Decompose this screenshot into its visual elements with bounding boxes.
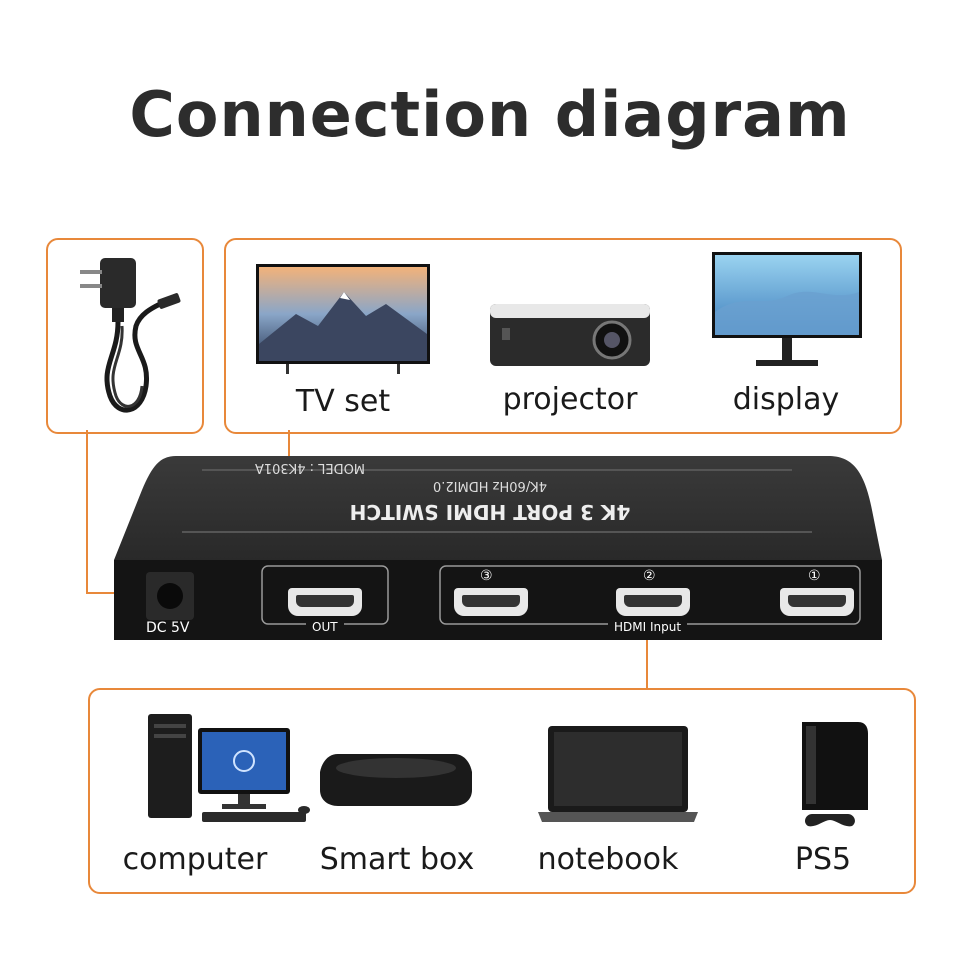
display-label: display <box>732 382 840 417</box>
monitor-icon <box>712 252 862 366</box>
power-adapter-icon <box>80 258 181 413</box>
hdmi-out-port <box>288 588 362 616</box>
ps5-label: PS5 <box>794 842 852 877</box>
projector-icon <box>490 304 650 366</box>
laptop-icon <box>538 726 698 822</box>
notebook-label: notebook <box>537 842 679 877</box>
input-wire <box>646 628 648 688</box>
switch-title-text: 4K 3 PORT HDMI SWITCH <box>349 500 631 524</box>
desktop-computer-icon <box>148 714 310 822</box>
projector-label: projector <box>502 382 638 417</box>
power-wire-vertical <box>86 430 88 592</box>
set-top-box-icon <box>320 754 472 806</box>
hdmi-input-port-3 <box>454 588 528 616</box>
dc-label: DC 5V <box>146 620 190 636</box>
switch-spec-text: 4K/60Hz HDMI2.0 <box>433 478 547 493</box>
tv-set-label: TV set <box>295 384 391 419</box>
port-number-1: ① <box>808 568 821 584</box>
page-title: Connection diagram <box>129 78 851 151</box>
game-console-icon <box>802 722 868 827</box>
hdmi-input-label: HDMI Input <box>608 620 688 634</box>
computer-label: computer <box>122 842 268 877</box>
out-label: OUT <box>306 620 344 634</box>
tv-icon <box>256 264 430 374</box>
smart-box-label: Smart box <box>319 842 475 877</box>
hdmi-input-port-1 <box>780 588 854 616</box>
port-number-2: ② <box>643 568 656 584</box>
port-number-3: ③ <box>480 568 493 584</box>
hdmi-input-port-2 <box>616 588 690 616</box>
switch-model-text: MODEL : 4K301A <box>254 460 366 475</box>
